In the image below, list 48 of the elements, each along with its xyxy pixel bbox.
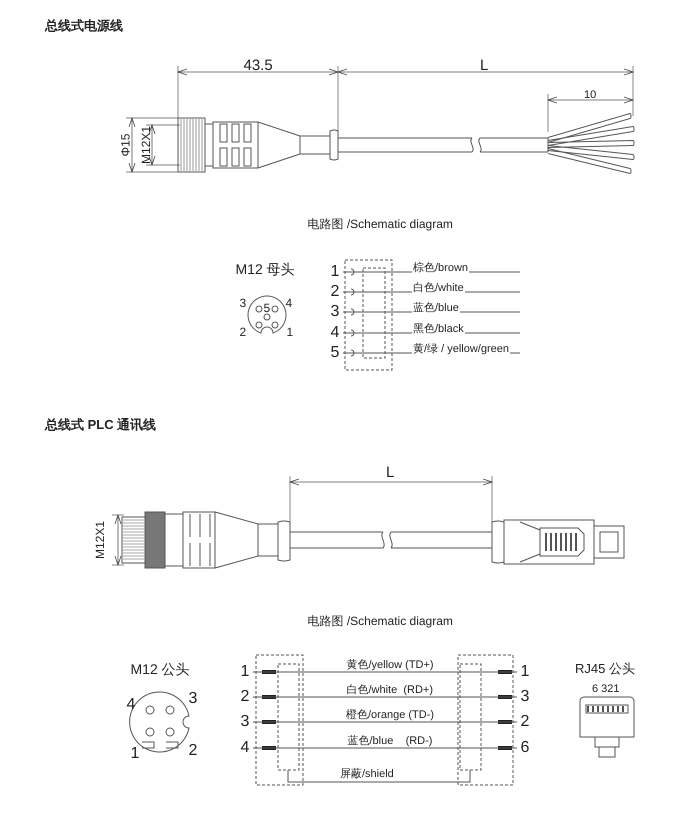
connector-title: M12 母头 xyxy=(236,262,295,276)
pin-number: 3 xyxy=(519,688,531,706)
pin-number: 2 xyxy=(329,283,341,301)
dimension-label: 10 xyxy=(584,90,596,101)
pin-number: 4 xyxy=(126,697,136,713)
pin-number: 3 xyxy=(188,691,198,707)
pin-number: 1 xyxy=(130,746,140,762)
dimension-label: 43.5 xyxy=(244,58,273,73)
wire-label: 屏蔽/shield xyxy=(340,769,394,780)
pin-number: 3 xyxy=(240,297,246,309)
dimension-label: M12X1 xyxy=(140,126,152,164)
pin-number: 4 xyxy=(286,297,292,309)
dimension-label: Φ15 xyxy=(118,134,131,156)
pin-number: 4 xyxy=(329,324,341,342)
wire-label: 橙色/orange (TD-) xyxy=(345,710,436,721)
caption: 电路图 /Schematic diagram xyxy=(308,218,453,230)
pin-number: 3 xyxy=(329,303,341,321)
wire-label: 白色/white (RD+) xyxy=(346,685,434,696)
wire-label: 黄/绿 / yellow/green xyxy=(412,344,510,355)
pin-number: 2 xyxy=(239,688,251,706)
pin-number: 1 xyxy=(519,663,531,681)
pin-number: 2 xyxy=(188,743,198,759)
wire xyxy=(252,696,518,698)
pin-number: 2 xyxy=(240,326,246,338)
pin-number: 1 xyxy=(329,263,341,281)
caption: 电路图 /Schematic diagram xyxy=(308,615,453,627)
wire-label: 蓝色/blue (RD-) xyxy=(346,736,434,747)
heading: 总线式 PLC 通讯线 xyxy=(45,418,156,431)
dimension-label: L xyxy=(386,465,394,480)
pin-number: 5 xyxy=(264,302,270,314)
pin-number: 2 xyxy=(519,713,531,731)
dimension-label: L xyxy=(480,58,488,73)
wire-label: 棕色/brown xyxy=(412,263,470,274)
wire-label: 白色/white xyxy=(412,283,465,294)
wire-label: 蓝色/blue xyxy=(412,303,460,314)
pin-label: 6 321 xyxy=(592,684,620,695)
pin-number: 1 xyxy=(286,326,294,338)
pin-number: 4 xyxy=(239,739,251,757)
pin-number: 5 xyxy=(329,344,341,362)
pin-number: 3 xyxy=(239,713,251,731)
pin-number: 6 xyxy=(519,739,531,757)
connector-title: M12 公头 xyxy=(130,662,190,676)
heading: 总线式电源线 xyxy=(45,19,123,32)
pin-number: 1 xyxy=(239,663,251,681)
wire-label: 黑色/black xyxy=(412,324,465,335)
dimension-label: M12X1 xyxy=(94,520,106,560)
wire-label: 黄色/yellow (TD+) xyxy=(346,660,435,671)
connector-title: RJ45 公头 xyxy=(575,662,635,675)
